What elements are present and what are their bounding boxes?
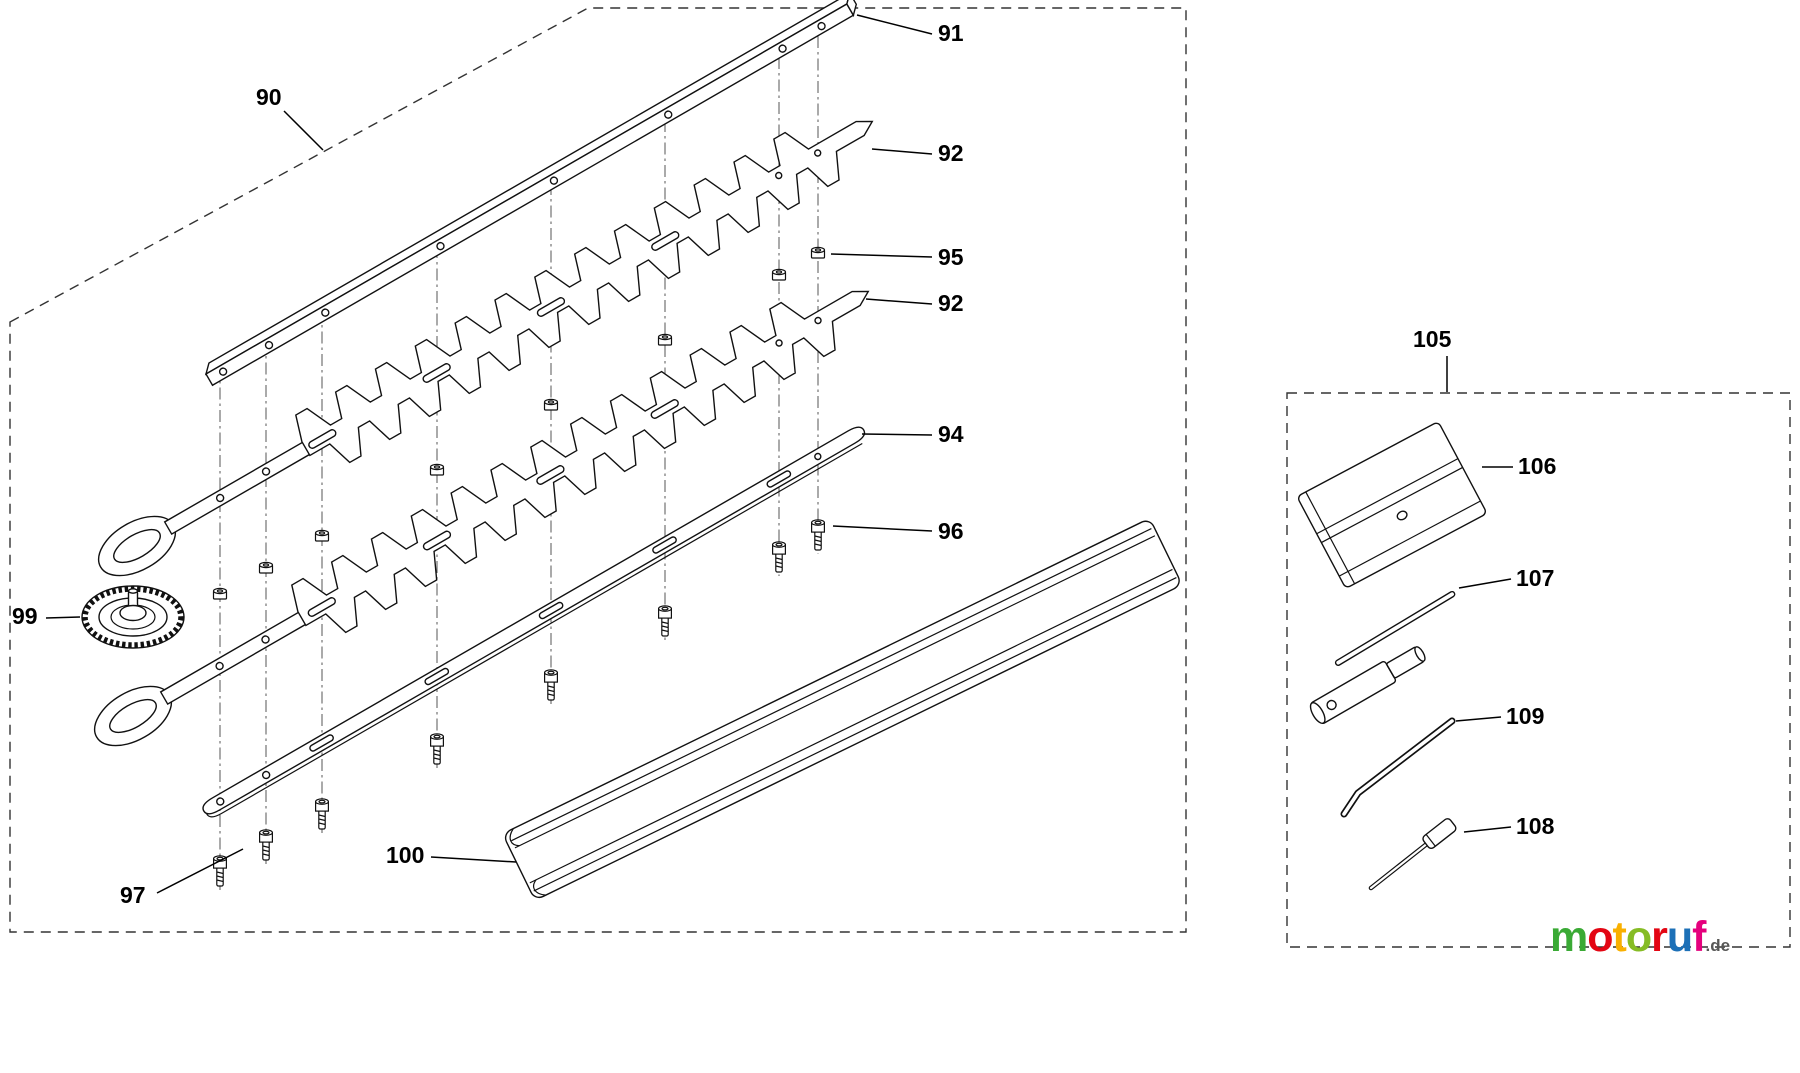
logo-suffix: .de xyxy=(1705,936,1731,955)
callout-96: 96 xyxy=(938,518,964,544)
nut xyxy=(314,529,330,542)
logo-letter: t xyxy=(1612,913,1627,961)
blade-guide-rail xyxy=(204,0,858,387)
logo-letter: f xyxy=(1692,913,1706,961)
screw xyxy=(430,733,444,765)
leader-lines xyxy=(45,14,1513,894)
callout-105: 105 xyxy=(1413,326,1452,352)
blade-guard-rail xyxy=(504,520,1180,899)
logo-letter: u xyxy=(1666,913,1693,961)
callout-107: 107 xyxy=(1516,565,1555,591)
lower-cutter-blade xyxy=(93,290,870,747)
callout-94: 94 xyxy=(938,421,964,447)
logo-letter: r xyxy=(1651,913,1668,961)
nut xyxy=(212,587,228,600)
callout-97: 97 xyxy=(120,882,146,908)
callout-106: 106 xyxy=(1518,453,1557,479)
callout-92-upper: 92 xyxy=(938,140,964,166)
tool-pouch xyxy=(1298,422,1486,588)
logo-letter: o xyxy=(1625,913,1652,961)
screw-97 xyxy=(259,829,273,861)
pin-wrench xyxy=(1368,818,1457,891)
nut xyxy=(258,561,274,574)
brand-logo: motoruf.de xyxy=(1550,916,1730,959)
callout-90: 90 xyxy=(256,84,282,110)
screw xyxy=(315,798,329,830)
assembly-boundary-outline xyxy=(9,7,1187,933)
hex-key xyxy=(1340,717,1456,818)
nut-95 xyxy=(810,246,826,259)
blade-support-bar xyxy=(202,426,866,818)
tommy-bar xyxy=(1334,590,1456,666)
screw xyxy=(543,669,559,701)
callout-109: 109 xyxy=(1506,703,1545,729)
callout-95: 95 xyxy=(938,244,964,270)
screw-96 xyxy=(810,519,826,551)
screw xyxy=(771,541,787,573)
nut xyxy=(657,333,673,346)
screw xyxy=(657,605,673,637)
callout-91: 91 xyxy=(938,20,964,46)
drive-gear xyxy=(81,585,185,649)
toolkit-boundary-outline xyxy=(1286,392,1791,948)
logo-letter: o xyxy=(1587,913,1613,961)
nut xyxy=(429,463,445,476)
socket-wrench xyxy=(1309,646,1426,724)
nut xyxy=(771,268,787,281)
callout-100: 100 xyxy=(386,842,425,868)
logo-letter: m xyxy=(1550,913,1588,961)
toolkit-group xyxy=(1298,422,1486,891)
nut xyxy=(543,398,559,411)
callout-99: 99 xyxy=(12,603,38,629)
upper-cutter-blade xyxy=(97,120,874,577)
callout-92-lower: 92 xyxy=(938,290,964,316)
callout-108: 108 xyxy=(1516,813,1555,839)
